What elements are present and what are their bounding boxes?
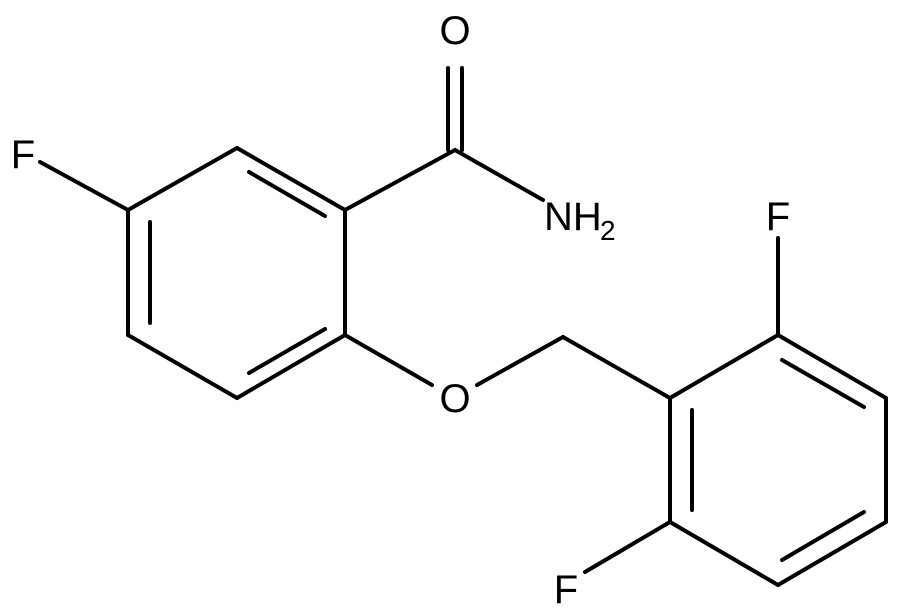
bond — [126, 333, 239, 400]
ether-oxygen-label: O — [439, 377, 470, 421]
bond — [38, 160, 130, 212]
top-fluorine-label: F — [766, 195, 790, 239]
substituent-bonds — [38, 66, 672, 400]
bond — [235, 333, 347, 400]
amide-nitrogen-subscript: 2 — [600, 215, 616, 246]
bond — [776, 333, 888, 400]
bond — [475, 335, 565, 387]
bond — [343, 148, 457, 212]
bond — [780, 358, 866, 409]
amide-nitrogen-label: NH — [544, 195, 602, 239]
bond — [668, 520, 780, 587]
carbonyl-oxygen-label: O — [439, 9, 470, 53]
ring-fluorine-label: F — [11, 133, 35, 177]
bond — [247, 327, 327, 375]
bond — [453, 148, 545, 202]
bond — [780, 510, 866, 562]
bond — [583, 520, 672, 574]
bond — [668, 333, 780, 400]
bond — [776, 520, 888, 587]
bond — [235, 146, 347, 212]
difluorophenyl-ring — [583, 236, 888, 587]
bond — [247, 170, 327, 218]
bond — [126, 146, 239, 212]
bond — [561, 335, 672, 400]
benzamide-ring — [126, 146, 347, 400]
bond — [343, 333, 434, 387]
bottom-fluorine-label: F — [554, 568, 578, 612]
